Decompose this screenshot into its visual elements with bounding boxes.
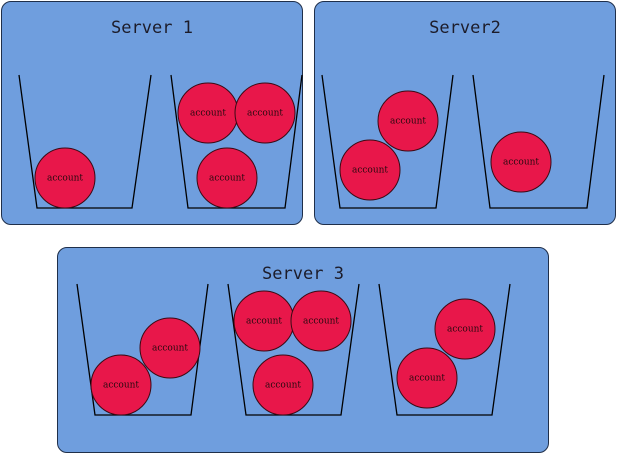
account-label: account: [190, 109, 226, 119]
account-label: account: [390, 117, 426, 127]
account-label: account: [246, 317, 282, 327]
account-ball: [252, 354, 314, 416]
account-item: account: [139, 317, 201, 379]
account-item: account: [434, 298, 496, 360]
server-1-bucket-1: [18, 74, 152, 209]
account-ball: [196, 147, 258, 209]
server-3-bucket-2: [227, 283, 360, 416]
account-item: account: [177, 82, 239, 144]
account-label: account: [47, 174, 83, 184]
account-item: account: [490, 131, 552, 193]
account-item: account: [234, 82, 296, 144]
account-item: account: [290, 290, 352, 352]
account-item: account: [34, 147, 96, 209]
server-2-title: Server2: [429, 18, 501, 38]
server-2-bucket-1: [321, 74, 454, 209]
server-1-title: Server 1: [111, 18, 193, 38]
account-item: account: [196, 147, 258, 209]
account-label: account: [303, 317, 339, 327]
account-item: account: [396, 347, 458, 409]
server-1-bucket-2: [170, 74, 303, 209]
account-label: account: [152, 344, 188, 354]
account-label: account: [352, 166, 388, 176]
account-item: account: [90, 354, 152, 416]
account-item: account: [339, 139, 401, 201]
account-ball: [234, 82, 296, 144]
account-ball: [490, 131, 552, 193]
account-label: account: [409, 374, 445, 384]
account-label: account: [503, 158, 539, 168]
account-ball: [290, 290, 352, 352]
account-ball: [139, 317, 201, 379]
server-2-bucket-2: [472, 74, 605, 209]
account-item: account: [252, 354, 314, 416]
account-label: account: [247, 109, 283, 119]
account-label: account: [265, 381, 301, 391]
account-ball: [339, 139, 401, 201]
account-ball: [377, 90, 439, 152]
account-ball: [396, 347, 458, 409]
server-3-title: Server 3: [262, 264, 344, 284]
account-ball: [90, 354, 152, 416]
account-item: account: [233, 290, 295, 352]
account-ball: [34, 147, 96, 209]
account-ball: [434, 298, 496, 360]
server-3-bucket-3: [378, 283, 511, 416]
account-label: account: [103, 381, 139, 391]
account-label: account: [447, 325, 483, 335]
account-label: account: [209, 174, 245, 184]
account-item: account: [377, 90, 439, 152]
